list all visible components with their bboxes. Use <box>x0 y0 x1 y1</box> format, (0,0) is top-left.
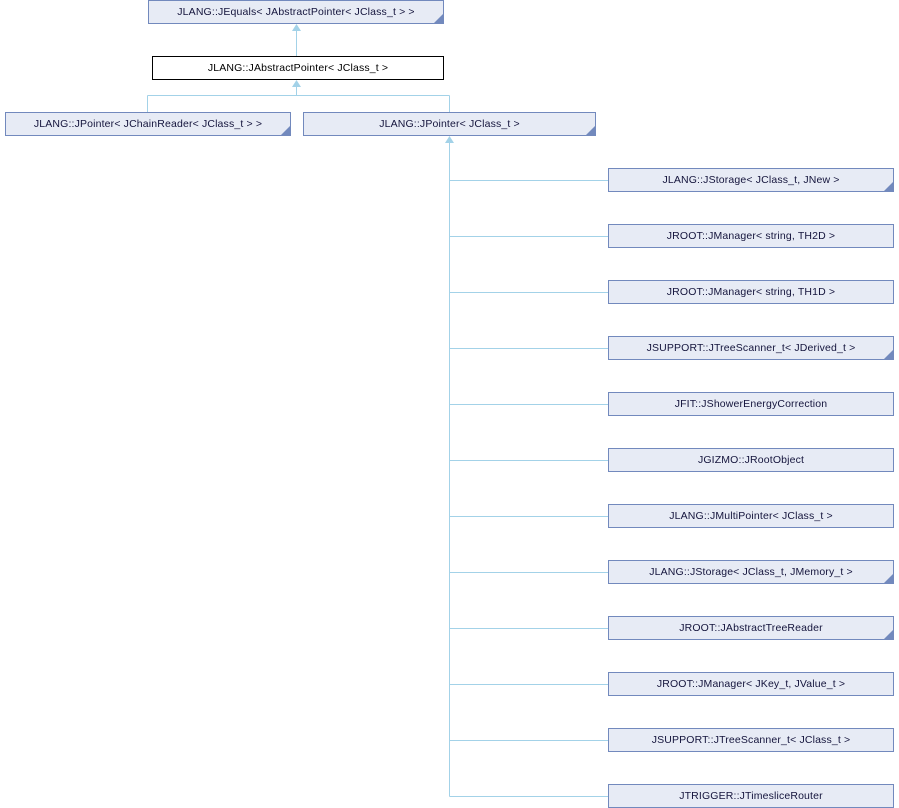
class-node-jshowerenergycorrection[interactable]: JFIT::JShowerEnergyCorrection <box>608 392 894 416</box>
class-node-jabstractpointer[interactable]: JLANG::JAbstractPointer< JClass_t > <box>152 56 444 80</box>
class-node-label: JROOT::JAbstractTreeReader <box>679 621 823 634</box>
edge-bus-row3-to-jabstractpointer-arrowhead <box>292 80 301 87</box>
edge-jabstractpointer-to-jequals-arrowhead <box>292 24 301 31</box>
class-node-label: JFIT::JShowerEnergyCorrection <box>674 397 828 410</box>
class-node-jrootobject[interactable]: JGIZMO::JRootObject <box>608 448 894 472</box>
class-node-jtreescanner-jclass[interactable]: JSUPPORT::JTreeScanner_t< JClass_t > <box>608 728 894 752</box>
class-node-jstorage-jnew[interactable]: JLANG::JStorage< JClass_t, JNew > <box>608 168 894 192</box>
class-node-label: JLANG::JPointer< JChainReader< JClass_t … <box>33 117 263 130</box>
class-node-jmultipointer[interactable]: JLANG::JMultiPointer< JClass_t > <box>608 504 894 528</box>
class-node-label: JSUPPORT::JTreeScanner_t< JClass_t > <box>651 733 851 746</box>
class-node-jstorage-jmemory[interactable]: JLANG::JStorage< JClass_t, JMemory_t > <box>608 560 894 584</box>
class-node-label: JLANG::JStorage< JClass_t, JNew > <box>662 173 840 186</box>
class-node-jtimeslicerouter[interactable]: JTRIGGER::JTimesliceRouter <box>608 784 894 808</box>
class-node-jmanager-th2d[interactable]: JROOT::JManager< string, TH2D > <box>608 224 894 248</box>
class-node-jpointer-jclass[interactable]: JLANG::JPointer< JClass_t > <box>303 112 596 136</box>
class-node-label: JTRIGGER::JTimesliceRouter <box>679 789 823 802</box>
class-node-label: JLANG::JMultiPointer< JClass_t > <box>669 509 833 522</box>
class-node-label: JGIZMO::JRootObject <box>697 453 805 466</box>
class-node-label: JROOT::JManager< JKey_t, JValue_t > <box>656 677 846 690</box>
class-node-label: JLANG::JEquals< JAbstractPointer< JClass… <box>177 5 415 18</box>
class-node-jmanager-jkey-jvalue[interactable]: JROOT::JManager< JKey_t, JValue_t > <box>608 672 894 696</box>
class-node-jmanager-th1d[interactable]: JROOT::JManager< string, TH1D > <box>608 280 894 304</box>
class-node-label: JROOT::JManager< string, TH2D > <box>666 229 836 242</box>
class-node-label: JLANG::JPointer< JClass_t > <box>379 117 520 130</box>
class-node-label: JSUPPORT::JTreeScanner_t< JDerived_t > <box>646 341 856 354</box>
class-node-jtreescanner-jderived[interactable]: JSUPPORT::JTreeScanner_t< JDerived_t > <box>608 336 894 360</box>
class-node-jabstracttreereader[interactable]: JROOT::JAbstractTreeReader <box>608 616 894 640</box>
class-node-label: JLANG::JAbstractPointer< JClass_t > <box>207 61 389 74</box>
class-node-jequals[interactable]: JLANG::JEquals< JAbstractPointer< JClass… <box>148 0 444 24</box>
class-node-jpointer-chainreader[interactable]: JLANG::JPointer< JChainReader< JClass_t … <box>5 112 291 136</box>
class-node-label: JROOT::JManager< string, TH1D > <box>666 285 836 298</box>
edge-spine-to-jpointer-jclass-arrowhead <box>445 136 454 143</box>
class-node-label: JLANG::JStorage< JClass_t, JMemory_t > <box>649 565 853 578</box>
